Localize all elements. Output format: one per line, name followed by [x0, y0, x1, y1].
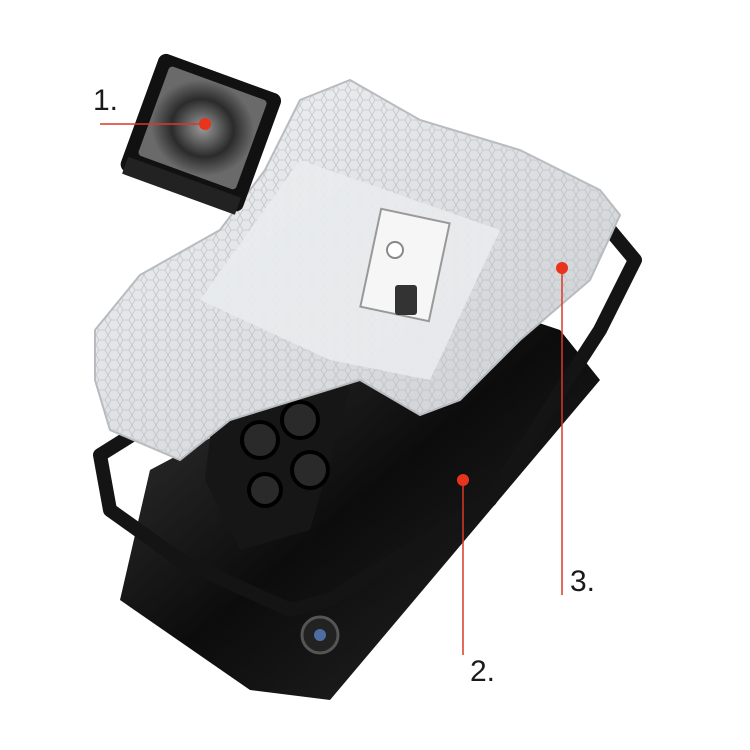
callout-2-label: 2. — [470, 655, 496, 688]
callout-3-marker — [556, 262, 568, 274]
callout-1-marker — [199, 118, 211, 130]
callout-1-label: 1. — [93, 84, 119, 117]
clear-back-cover — [94, 78, 622, 462]
phone-body — [120, 300, 600, 700]
callout-2-marker — [457, 474, 469, 486]
callout-markers — [199, 118, 568, 486]
callout-leaders — [100, 123, 563, 655]
callout-3-label: 3. — [570, 565, 596, 598]
